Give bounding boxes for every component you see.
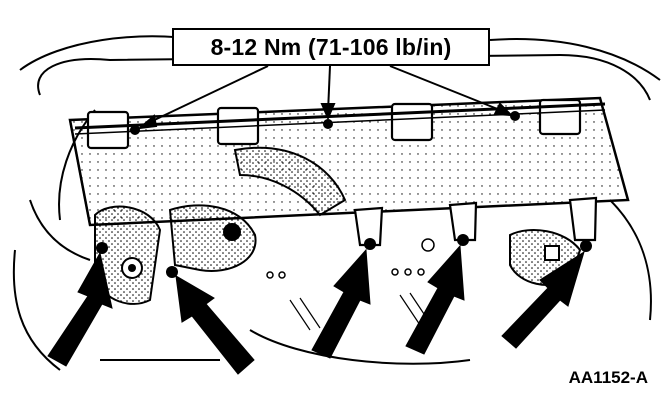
lower-bracket-legs xyxy=(353,196,598,247)
nut-top-right xyxy=(510,111,520,121)
torque-spec-callout: 8-12 Nm (71-106 lb/in) xyxy=(172,28,490,66)
large-pointer-arrows xyxy=(47,244,585,375)
left-lower-assembly xyxy=(94,204,257,305)
lower-hatching xyxy=(289,292,431,331)
pointer-arrow-2 xyxy=(175,275,255,375)
nut-lower-5 xyxy=(580,240,592,252)
detail-holes xyxy=(266,238,435,279)
figure-id-label: AA1152-A xyxy=(568,368,648,387)
pointer-arrow-4 xyxy=(405,244,465,355)
nut-top-center xyxy=(323,119,333,129)
center-ramp xyxy=(233,146,347,217)
pointer-arrow-3 xyxy=(311,248,371,359)
nut-lower-1 xyxy=(96,242,108,254)
pointer-arrow-1 xyxy=(47,251,113,367)
pointer-arrow-5 xyxy=(501,250,585,349)
nut-top-left xyxy=(130,125,140,135)
callout-leader-lines xyxy=(136,65,514,130)
fastener-nuts xyxy=(96,111,592,278)
top-mounting-tabs xyxy=(86,98,582,150)
nut-lower-3 xyxy=(364,238,376,250)
nut-lower-2 xyxy=(166,266,178,278)
nut-lower-4 xyxy=(457,234,469,246)
